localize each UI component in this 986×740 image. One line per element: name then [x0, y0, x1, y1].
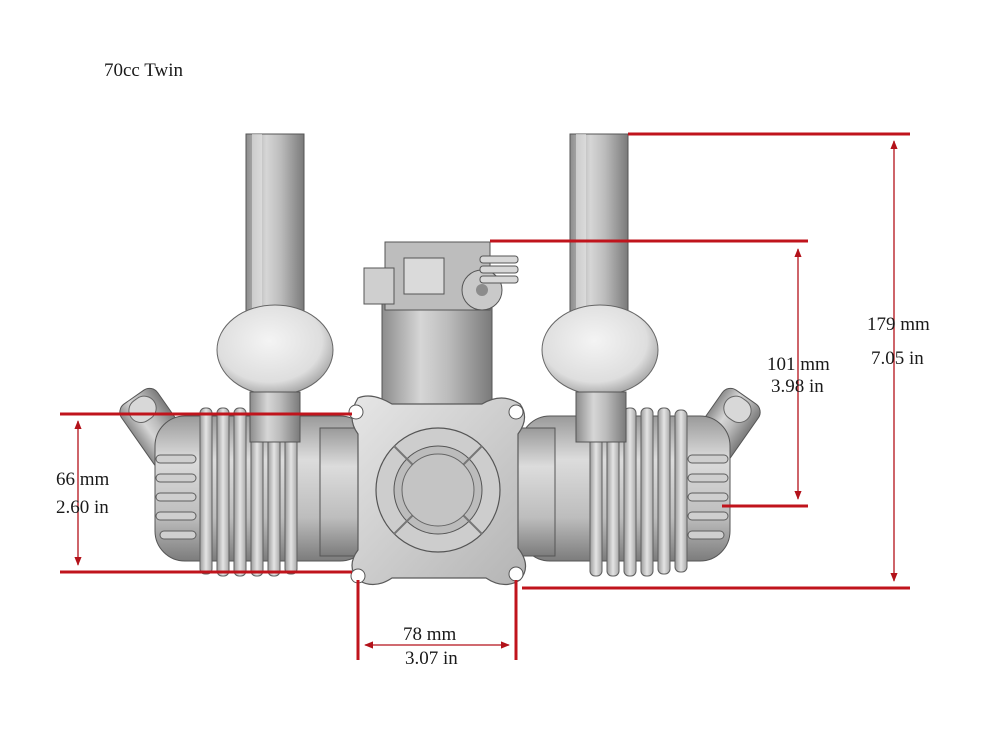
left-ball: [216, 304, 334, 396]
carb-column: [381, 299, 493, 421]
engine-illustration: [119, 133, 761, 586]
carb-height-mm: 101 mm: [767, 354, 830, 375]
mount-hole-tr: [508, 404, 524, 420]
crankcase-height-in: 2.60 in: [56, 497, 109, 518]
carburetor: [363, 241, 519, 311]
carb-height-in: 3.98 in: [771, 376, 824, 397]
crankcase-height-mm: 66 mm: [56, 469, 110, 490]
right-cylinder: [519, 407, 731, 577]
overall-height-mm: 179 mm: [867, 314, 930, 335]
dimension-labels: 179 mm 7.05 in 101 mm 3.98 in 66 mm 2.60…: [56, 314, 930, 669]
mount-hole-tl: [348, 404, 364, 420]
diagram-title: 70cc Twin: [104, 60, 184, 81]
right-ball: [541, 304, 659, 396]
mount-hole-br: [508, 566, 524, 582]
dimension-lines: [60, 132, 910, 660]
left-cylinder: [154, 407, 371, 577]
overall-height-in: 7.05 in: [871, 348, 924, 369]
mount-spacing-mm: 78 mm: [403, 624, 457, 645]
mount-spacing-in: 3.07 in: [405, 648, 458, 669]
